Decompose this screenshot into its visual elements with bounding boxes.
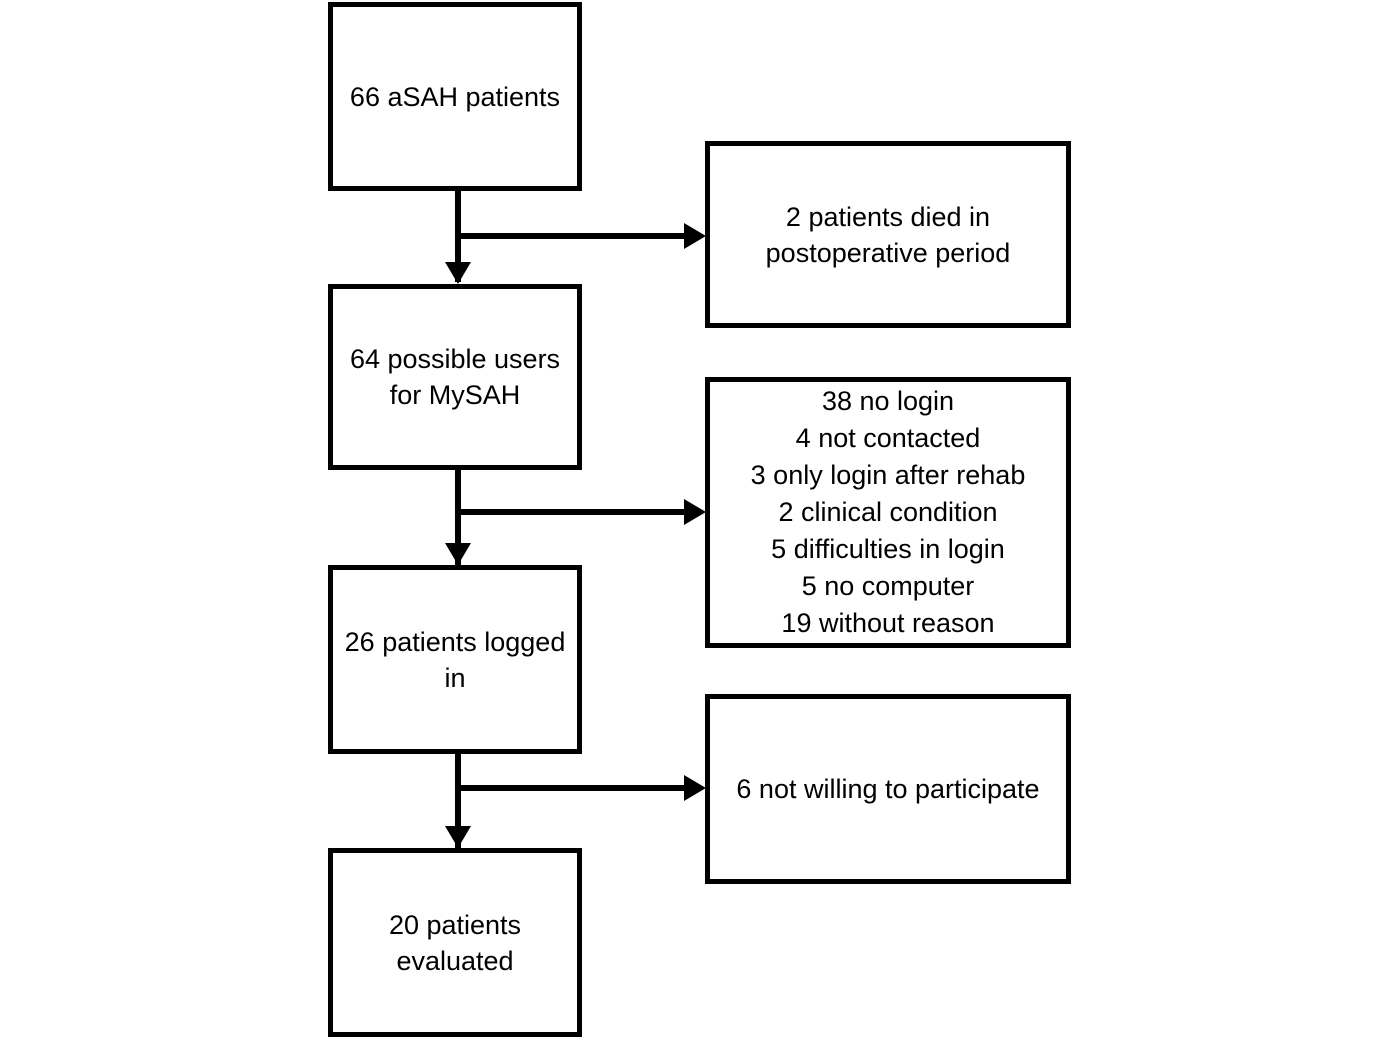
list-item: 38 no login: [821, 386, 955, 416]
node-evaluated-label: 20 patients evaluated: [388, 909, 522, 976]
node-evaluated: 20 patients evaluated: [328, 848, 582, 1037]
node-not-willing: 6 not willing to participate: [705, 694, 1071, 884]
node-not-willing-label: 6 not willing to participate: [736, 774, 1040, 804]
arrowhead-down-1: [445, 262, 471, 284]
node-possible-users: 64 possible users for MySAH: [328, 284, 582, 470]
node-died: 2 patients died in postoperative period: [705, 141, 1071, 328]
list-item: 2 clinical condition: [778, 497, 998, 527]
connector-stem-3: [455, 754, 461, 848]
node-logged-in-label: 26 patients logged in: [344, 626, 566, 693]
list-item: 3 only login after rehab: [750, 460, 1026, 490]
node-no-login-reasons-list: 38 no login 4 not contacted 3 only login…: [710, 383, 1066, 642]
node-asah-patients-label: 66 aSAH patients: [349, 81, 561, 112]
node-possible-users-label: 64 possible users for MySAH: [349, 344, 561, 410]
node-logged-in: 26 patients logged in: [328, 565, 582, 754]
node-no-login-reasons: 38 no login 4 not contacted 3 only login…: [705, 377, 1071, 648]
arrowhead-down-3: [445, 826, 471, 848]
connector-stem-2: [455, 470, 461, 565]
list-item: 5 difficulties in login: [771, 534, 1005, 564]
node-died-label: 2 patients died in postoperative period: [765, 201, 1011, 268]
connector-branch-3: [455, 785, 687, 791]
list-item: 4 not contacted: [795, 423, 981, 453]
connector-branch-2: [455, 509, 687, 515]
arrowhead-down-2: [445, 543, 471, 565]
arrowhead-right-1: [684, 223, 706, 249]
arrowhead-right-3: [684, 775, 706, 801]
arrowhead-right-2: [684, 499, 706, 525]
list-item: 19 without reason: [781, 608, 995, 638]
list-item: 5 no computer: [801, 571, 975, 601]
connector-branch-1: [455, 233, 687, 239]
node-asah-patients: 66 aSAH patients: [328, 2, 582, 191]
